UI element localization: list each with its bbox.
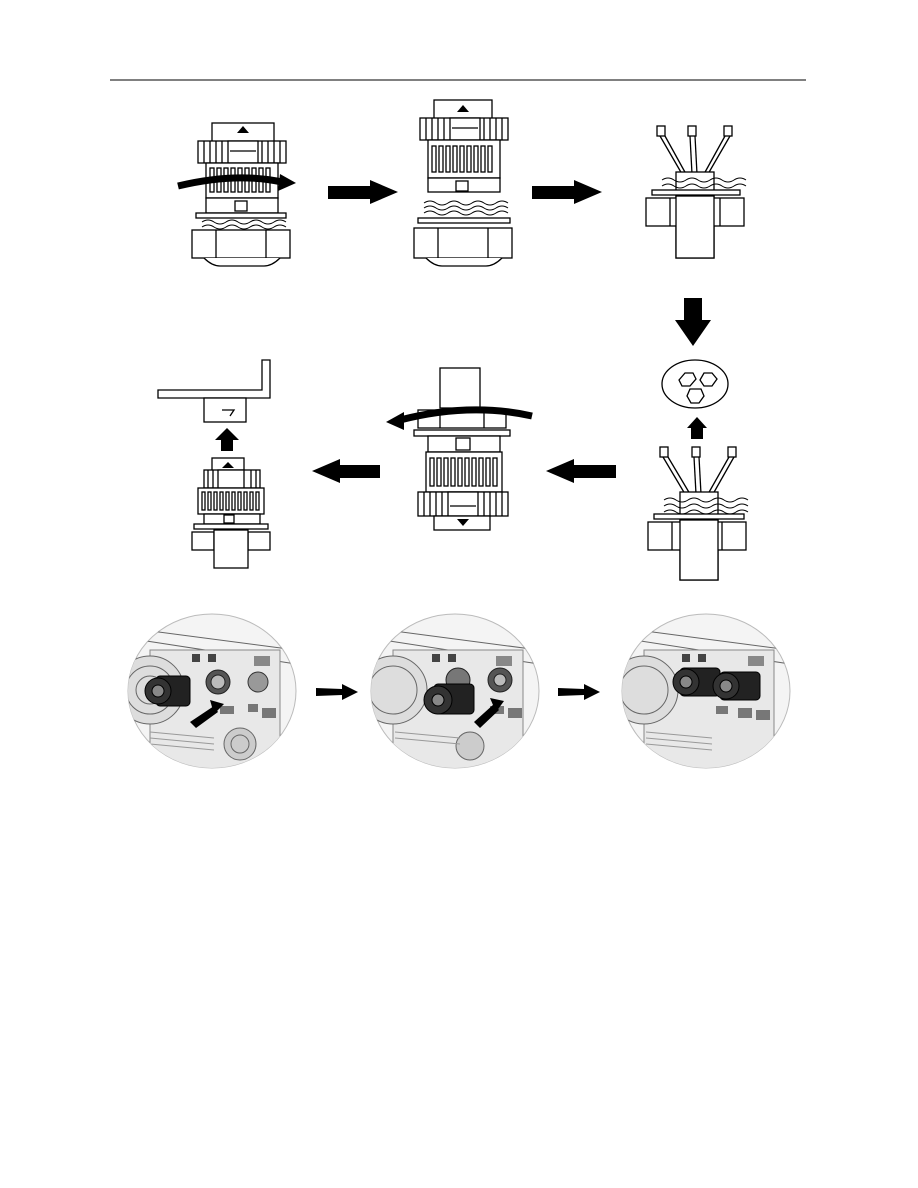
arrow-left-icon	[546, 459, 616, 483]
arrow-right-icon	[328, 180, 398, 204]
step-connector-separated	[414, 100, 512, 266]
arrow-right-icon	[558, 684, 600, 700]
step-connector-tighten	[386, 368, 532, 530]
step-connector-assembled	[192, 458, 270, 568]
step-wires-insert-insert	[662, 360, 728, 408]
step-inverter-both-plugged	[610, 614, 790, 770]
step-connector-loosen	[178, 123, 296, 266]
step-cable-wires-through-nut	[646, 126, 746, 258]
arrow-left-icon	[312, 459, 380, 483]
arrow-right-icon	[316, 684, 358, 700]
step-inverter-port-open	[116, 614, 296, 770]
step-cable-wires-insert	[648, 447, 748, 580]
arrow-down-icon	[675, 298, 711, 346]
arrow-up-icon	[215, 428, 239, 451]
step-panel-bracket-mount	[158, 360, 270, 422]
step-inverter-plug-first	[359, 614, 539, 770]
arrow-up-icon	[687, 417, 707, 439]
arrow-right-icon	[532, 180, 602, 204]
